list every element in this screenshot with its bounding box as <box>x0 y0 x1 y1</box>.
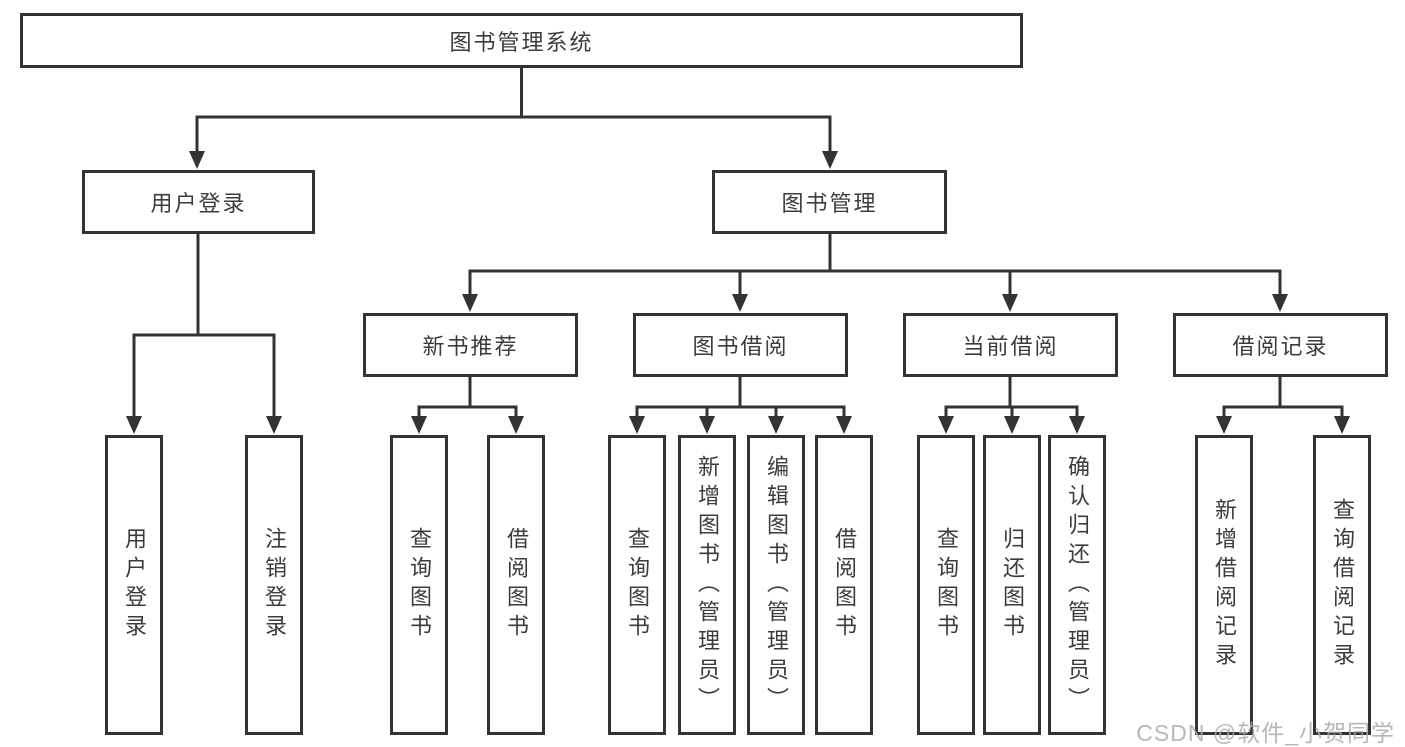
leaf-borrow-book: 借阅图书 <box>815 435 873 735</box>
node-label: 借阅图书 <box>832 527 857 643</box>
node-label: 当前借阅 <box>962 334 1059 359</box>
leaf-borrow-book-recommend: 借阅图书 <box>487 435 545 735</box>
node-label: 归还图书 <box>1000 527 1025 643</box>
node-book-borrowing: 图书借阅 <box>633 313 848 377</box>
node-label: 新增借阅记录 <box>1212 498 1237 672</box>
leaf-edit-book-admin: 编辑图书（管理员） <box>747 435 805 735</box>
node-label: 编辑图书（管理员） <box>764 454 789 716</box>
connector-book-borrow-children <box>629 377 852 434</box>
node-user-login: 用户登录 <box>82 170 315 234</box>
leaf-user-login: 用户登录 <box>105 435 163 735</box>
leaf-query-borrow-record: 查询借阅记录 <box>1313 435 1371 735</box>
node-label: 用户登录 <box>122 527 147 643</box>
leaf-query-book-recommend: 查询图书 <box>390 435 448 735</box>
node-new-book-recommendation: 新书推荐 <box>363 313 578 377</box>
connector-book-management-children <box>462 233 1288 312</box>
connector-current-borrow-children <box>938 377 1085 434</box>
node-label: 注销登录 <box>262 527 287 643</box>
node-label: 借阅图书 <box>504 527 529 643</box>
node-label: 新增图书（管理员） <box>695 454 720 716</box>
node-label: 确认归还（管理员） <box>1065 454 1090 716</box>
node-root-library-management-system: 图书管理系统 <box>20 13 1023 68</box>
leaf-query-book-current: 查询图书 <box>917 435 975 735</box>
node-current-borrowing: 当前借阅 <box>903 313 1118 377</box>
leaf-add-borrow-record: 新增借阅记录 <box>1195 435 1253 735</box>
leaf-query-book-borrowing: 查询图书 <box>608 435 666 735</box>
leaf-return-book: 归还图书 <box>983 435 1041 735</box>
leaf-logout: 注销登录 <box>245 435 303 735</box>
connector-borrow-record-children <box>1216 377 1350 434</box>
connector-root-to-level2 <box>189 68 838 169</box>
node-label: 新书推荐 <box>422 334 519 359</box>
node-label: 图书管理 <box>781 191 878 216</box>
node-label: 查询图书 <box>934 527 959 643</box>
node-label: 查询借阅记录 <box>1330 498 1355 672</box>
node-label: 用户登录 <box>150 191 247 216</box>
node-label: 查询图书 <box>625 527 650 643</box>
csdn-watermark: CSDN @软件_小贺同学 <box>1136 720 1395 746</box>
connector-new-book-children <box>411 377 524 434</box>
node-label: 查询图书 <box>407 527 432 643</box>
leaf-confirm-return-admin: 确认归还（管理员） <box>1048 435 1106 735</box>
node-label: 图书借阅 <box>692 334 789 359</box>
connector-user-login-children <box>126 234 282 434</box>
node-label: 借阅记录 <box>1232 334 1329 359</box>
leaf-add-book-admin: 新增图书（管理员） <box>678 435 736 735</box>
node-label: 图书管理系统 <box>449 29 594 55</box>
node-borrowing-records: 借阅记录 <box>1173 313 1388 377</box>
node-book-management: 图书管理 <box>712 170 947 234</box>
